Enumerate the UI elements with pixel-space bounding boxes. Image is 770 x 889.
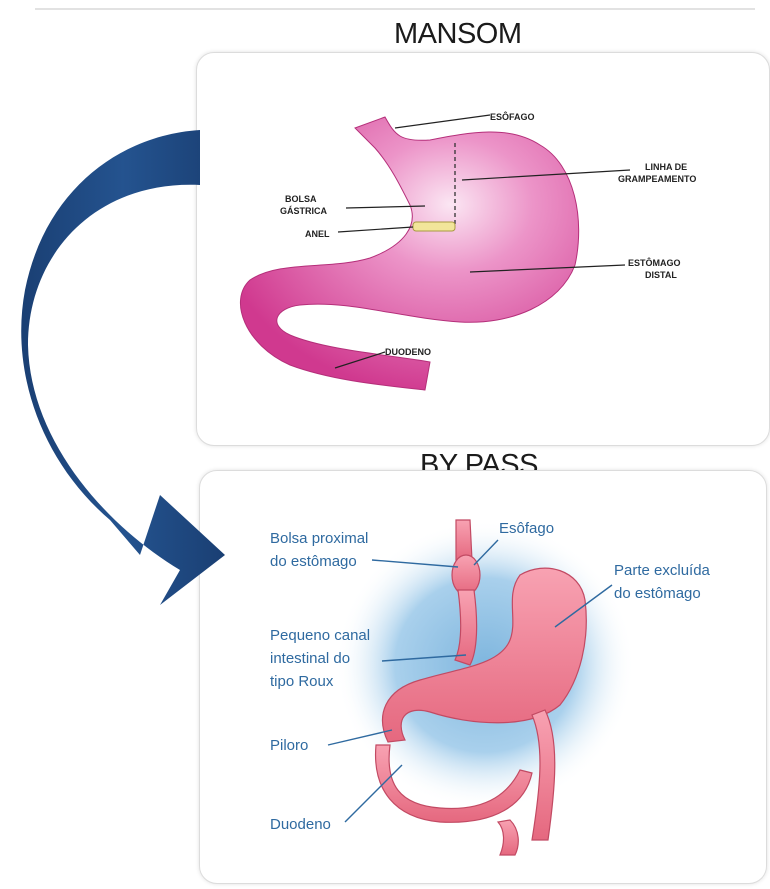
label-bolsa-proximal-2: do estômago (270, 553, 357, 570)
label-piloro: Piloro (270, 737, 308, 754)
label-bolsa-2: GÁSTRICA (280, 206, 328, 216)
label-duodeno: DUODENO (385, 347, 431, 357)
label-parte-excluida-2: do estômago (614, 585, 701, 602)
label-estomago-1: ESTÔMAGO (628, 257, 681, 268)
curved-arrow (21, 130, 225, 605)
label-linha-2: GRAMPEAMENTO (618, 174, 696, 184)
label-canal-2: intestinal do (270, 650, 350, 667)
label-canal-1: Pequeno canal (270, 627, 370, 644)
label-parte-excluida-1: Parte excluída (614, 562, 711, 579)
label-esofago-bypass: Esôfago (499, 520, 554, 537)
label-bolsa-1: BOLSA (285, 194, 317, 204)
label-duodeno-bypass: Duodeno (270, 816, 331, 833)
label-anel: ANEL (305, 229, 330, 239)
label-estomago-2: DISTAL (645, 270, 677, 280)
label-linha-1: LINHA DE (645, 162, 687, 172)
label-canal-3: tipo Roux (270, 673, 334, 690)
label-bolsa-proximal-1: Bolsa proximal (270, 530, 368, 547)
gastric-band (413, 222, 455, 231)
label-esofago: ESÔFAGO (490, 111, 535, 122)
